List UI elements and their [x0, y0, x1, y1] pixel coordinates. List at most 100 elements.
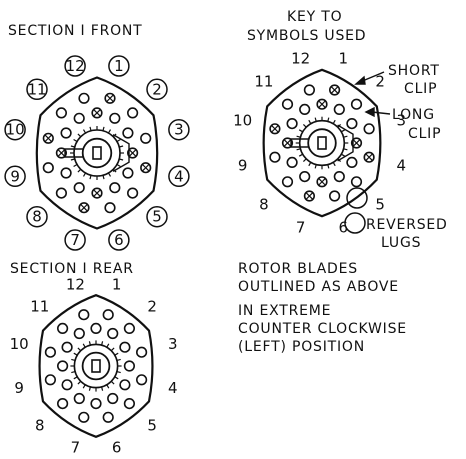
rotor-tooth [110, 380, 115, 385]
short-clip-mark [271, 125, 279, 133]
rotor-blade [337, 124, 354, 162]
rotor-tooth [114, 352, 119, 356]
rotor-tooth [314, 117, 317, 122]
contact-lug [363, 123, 375, 135]
rotor-blade [112, 133, 130, 173]
contact-lug [60, 167, 72, 179]
terminal-number-circle [168, 118, 190, 141]
contact-lug [55, 107, 68, 119]
terminal-number: 10 [10, 335, 29, 353]
terminal-number: 7 [296, 218, 306, 236]
terminal-number: 2 [147, 297, 157, 315]
terminal-number: 6 [114, 231, 124, 249]
contact-lug [44, 346, 57, 358]
terminal-number: 2 [152, 80, 162, 98]
contact-lug [333, 171, 345, 183]
note-line5: (LEFT) POSITION [238, 339, 366, 355]
terminal-number: 4 [168, 379, 178, 397]
rotor-tooth [343, 135, 348, 138]
terminal-number: 7 [70, 231, 80, 249]
contact-lug [119, 379, 131, 391]
wafer-outline [262, 68, 382, 218]
contact-lug [109, 112, 121, 124]
rotor-tooth [332, 162, 336, 167]
short-clip-mark [330, 86, 339, 94]
terminal-number: 10 [6, 121, 25, 139]
contact-lug [44, 374, 57, 386]
short-clip-mark [352, 139, 361, 147]
terminal-number: 6 [112, 439, 122, 457]
shaft-flat [317, 136, 327, 150]
rotor-tooth [73, 163, 78, 168]
contact-lug [55, 187, 68, 199]
contact-lug [333, 103, 345, 115]
contact-lug [73, 182, 85, 194]
contact-lug [122, 127, 134, 139]
rotor-tooth [82, 343, 86, 348]
reversed-lug-marker [344, 212, 366, 234]
rotor-tooth [101, 386, 104, 391]
rotor-tooth [119, 158, 124, 161]
terminal-number: 12 [291, 50, 310, 68]
contact-lug [136, 346, 148, 358]
heading-key-line1: KEY TO [287, 9, 343, 25]
rotor-tooth [116, 163, 121, 168]
terminal-number: 11 [254, 72, 273, 90]
contact-lug [350, 98, 363, 110]
rotor-tooth [116, 138, 121, 143]
rotor-tooth [89, 126, 92, 131]
rotor-tooth [102, 126, 105, 131]
rotor-tooth [102, 175, 105, 180]
rotor-hub [81, 351, 111, 381]
short-clip-mark [128, 149, 137, 157]
rotor-tooth [70, 158, 75, 161]
contact-lug [123, 398, 135, 410]
contact-lug [286, 117, 298, 130]
key-reversed-lugs-line1: REVERSED [366, 217, 448, 233]
short-clip-mark [57, 149, 66, 157]
rotor-tooth [77, 133, 82, 138]
terminal-number-circle [64, 229, 86, 251]
rotor-tooth [116, 358, 121, 361]
contact-lug [329, 190, 341, 202]
contact-lug [350, 176, 363, 188]
wafer-outline [38, 294, 154, 438]
heading-key-line2: SYMBOLS USED [247, 28, 367, 44]
note-line1: ROTOR BLADES [238, 261, 358, 277]
contact-lug [123, 360, 135, 372]
rotor-tooth [298, 129, 303, 133]
terminal-number-circle [4, 118, 26, 141]
terminal-number: 9 [14, 379, 24, 397]
contact-lug [299, 171, 311, 183]
contact-lug [140, 132, 152, 144]
terminal-number: 5 [147, 417, 157, 435]
contact-lug [56, 360, 69, 372]
rotor-tooth [119, 145, 124, 148]
contact-lug [56, 322, 69, 335]
wafer-outline [35, 76, 159, 230]
contact-lug [56, 398, 69, 410]
short-clip-mark [44, 134, 52, 142]
contact-lug [107, 327, 119, 340]
terminal-number: 1 [112, 275, 122, 293]
rotor-tooth [82, 172, 87, 177]
rotor-tooth [82, 384, 86, 389]
long-clip-arrow [371, 111, 391, 115]
terminal-number-circle [146, 78, 168, 101]
note-line4: COUNTER CLOCKWISE [238, 321, 407, 337]
rotor-tooth [88, 341, 91, 346]
contact-lug [73, 112, 85, 124]
contact-lug [90, 398, 102, 410]
terminal-number-circle [4, 165, 26, 188]
key-pointers [354, 71, 391, 118]
contact-lug [90, 322, 102, 335]
contact-lug [78, 411, 90, 423]
contact-lug [78, 309, 90, 321]
rotor-tooth [308, 162, 312, 167]
rotor-tooth [77, 347, 82, 352]
terminal-number: 9 [238, 157, 248, 175]
terminal-number-circle [168, 165, 190, 188]
